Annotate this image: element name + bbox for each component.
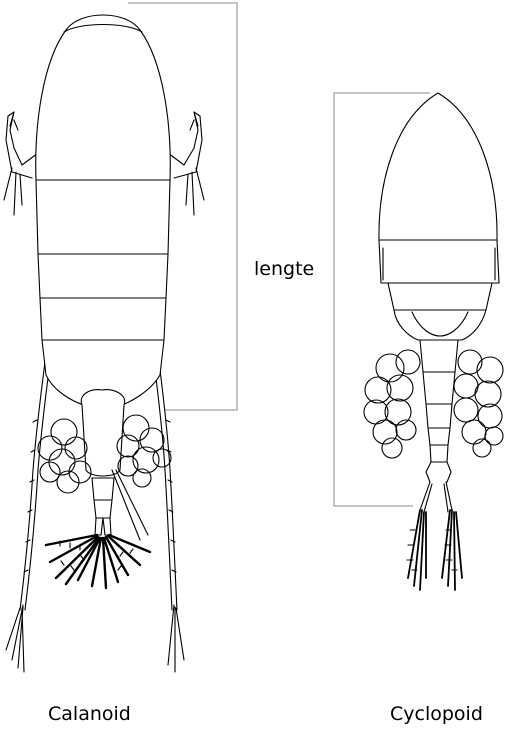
cyclopoid-egg-sac-right [454, 350, 503, 457]
calanoid-label: Calanoid [48, 703, 131, 725]
calanoid-specimen [4, 3, 237, 672]
calanoid-cephalosome [36, 15, 171, 180]
calanoid-segment-2 [38, 254, 168, 298]
cyclopoid-label: Cyclopoid [390, 703, 483, 725]
calanoid-egg-sac-right [117, 415, 171, 487]
calanoid-antenna-right [152, 345, 184, 672]
cyclopoid-cephalosome [379, 93, 497, 240]
cyclopoid-caudal-setae [407, 510, 462, 590]
cyclopoid-segment-1 [379, 240, 499, 283]
calanoid-segment-3 [40, 298, 166, 340]
cyclopoid-segment-2 [388, 283, 492, 310]
calanoid-caudal-setae [46, 535, 150, 588]
calanoid-segment-1 [36, 180, 170, 254]
cyclopoid-urosome [420, 340, 458, 372]
calanoid-antenna-left [6, 345, 52, 672]
cyclopoid-specimen [334, 93, 503, 590]
cyclopoid-egg-sac-left [364, 350, 420, 458]
length-label: lengte [254, 258, 314, 280]
